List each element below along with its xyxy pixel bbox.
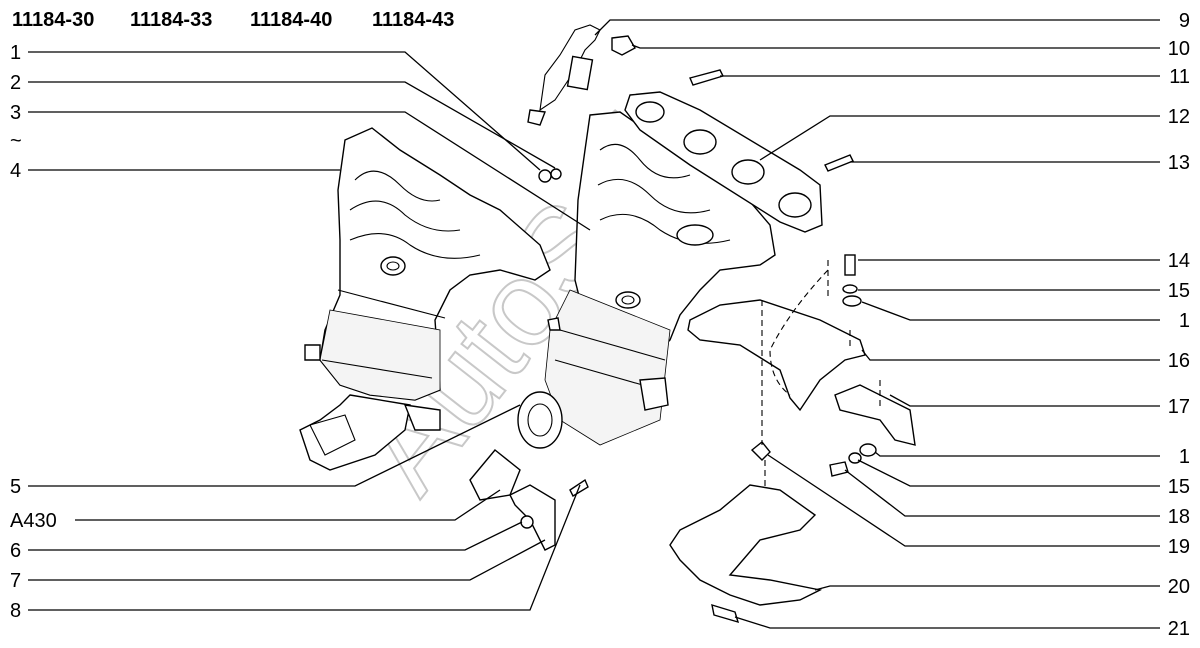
nut-19 bbox=[750, 441, 771, 461]
label-right-21: 21 bbox=[1168, 618, 1190, 640]
heat-shield-20 bbox=[669, 484, 823, 606]
sensor-clip bbox=[611, 35, 636, 56]
label-right-20: 20 bbox=[1168, 576, 1190, 598]
label-left-2: 2 bbox=[10, 72, 21, 94]
label-right-1a: 1 bbox=[1179, 310, 1190, 332]
bolt-21 bbox=[711, 603, 740, 624]
label-right-11: 11 bbox=[1169, 66, 1190, 88]
dashed-curve bbox=[769, 269, 829, 396]
label-right-16: 16 bbox=[1168, 350, 1190, 372]
label-right-19: 19 bbox=[1168, 536, 1190, 558]
label-right-15: 15 bbox=[1168, 280, 1190, 302]
label-left-tilde: ~ bbox=[10, 130, 22, 152]
label-left-8: 8 bbox=[10, 600, 21, 622]
label-right-13: 13 bbox=[1168, 152, 1190, 174]
model-code-2: 11184-33 bbox=[130, 9, 212, 31]
washer-15-lower bbox=[848, 452, 862, 464]
label-right-17: 17 bbox=[1168, 396, 1190, 418]
bracket-16 bbox=[687, 299, 866, 412]
label-right-1b: 1 bbox=[1179, 446, 1190, 468]
label-right-9: 9 bbox=[1179, 10, 1190, 32]
bracket-17 bbox=[834, 384, 916, 446]
leader-lines-left bbox=[28, 51, 591, 611]
label-right-10: 10 bbox=[1168, 38, 1190, 60]
bolt-18 bbox=[829, 461, 849, 477]
clamp-6 bbox=[509, 484, 556, 551]
nut-2 bbox=[538, 168, 562, 183]
stud-13 bbox=[824, 154, 854, 172]
leader-lines-right bbox=[594, 19, 1160, 629]
label-left-6: 6 bbox=[10, 540, 21, 562]
label-left-1: 1 bbox=[10, 42, 21, 64]
label-left-4: 4 bbox=[10, 160, 21, 182]
bolt-14 bbox=[844, 254, 856, 276]
label-right-15b: 15 bbox=[1168, 476, 1190, 498]
label-right-14: 14 bbox=[1168, 250, 1190, 272]
washer-1-upper bbox=[842, 295, 862, 307]
label-left-a430: A430 bbox=[10, 510, 57, 532]
stud-11 bbox=[689, 69, 724, 86]
nut-6 bbox=[520, 515, 534, 529]
label-right-12: 12 bbox=[1168, 106, 1190, 128]
label-right-18: 18 bbox=[1168, 506, 1190, 528]
manifold-center bbox=[469, 111, 776, 501]
model-code-4: 11184-43 bbox=[372, 9, 454, 31]
label-left-7: 7 bbox=[10, 570, 21, 592]
manifold-gasket bbox=[624, 91, 823, 233]
model-code-3: 11184-40 bbox=[250, 9, 332, 31]
label-left-5: 5 bbox=[10, 476, 21, 498]
washer-15 bbox=[842, 284, 858, 294]
manifold-assembly-left bbox=[299, 127, 551, 471]
washer-1-lower bbox=[859, 443, 877, 457]
model-code-1: 11184-30 bbox=[12, 9, 94, 31]
label-left-3: 3 bbox=[10, 102, 21, 124]
